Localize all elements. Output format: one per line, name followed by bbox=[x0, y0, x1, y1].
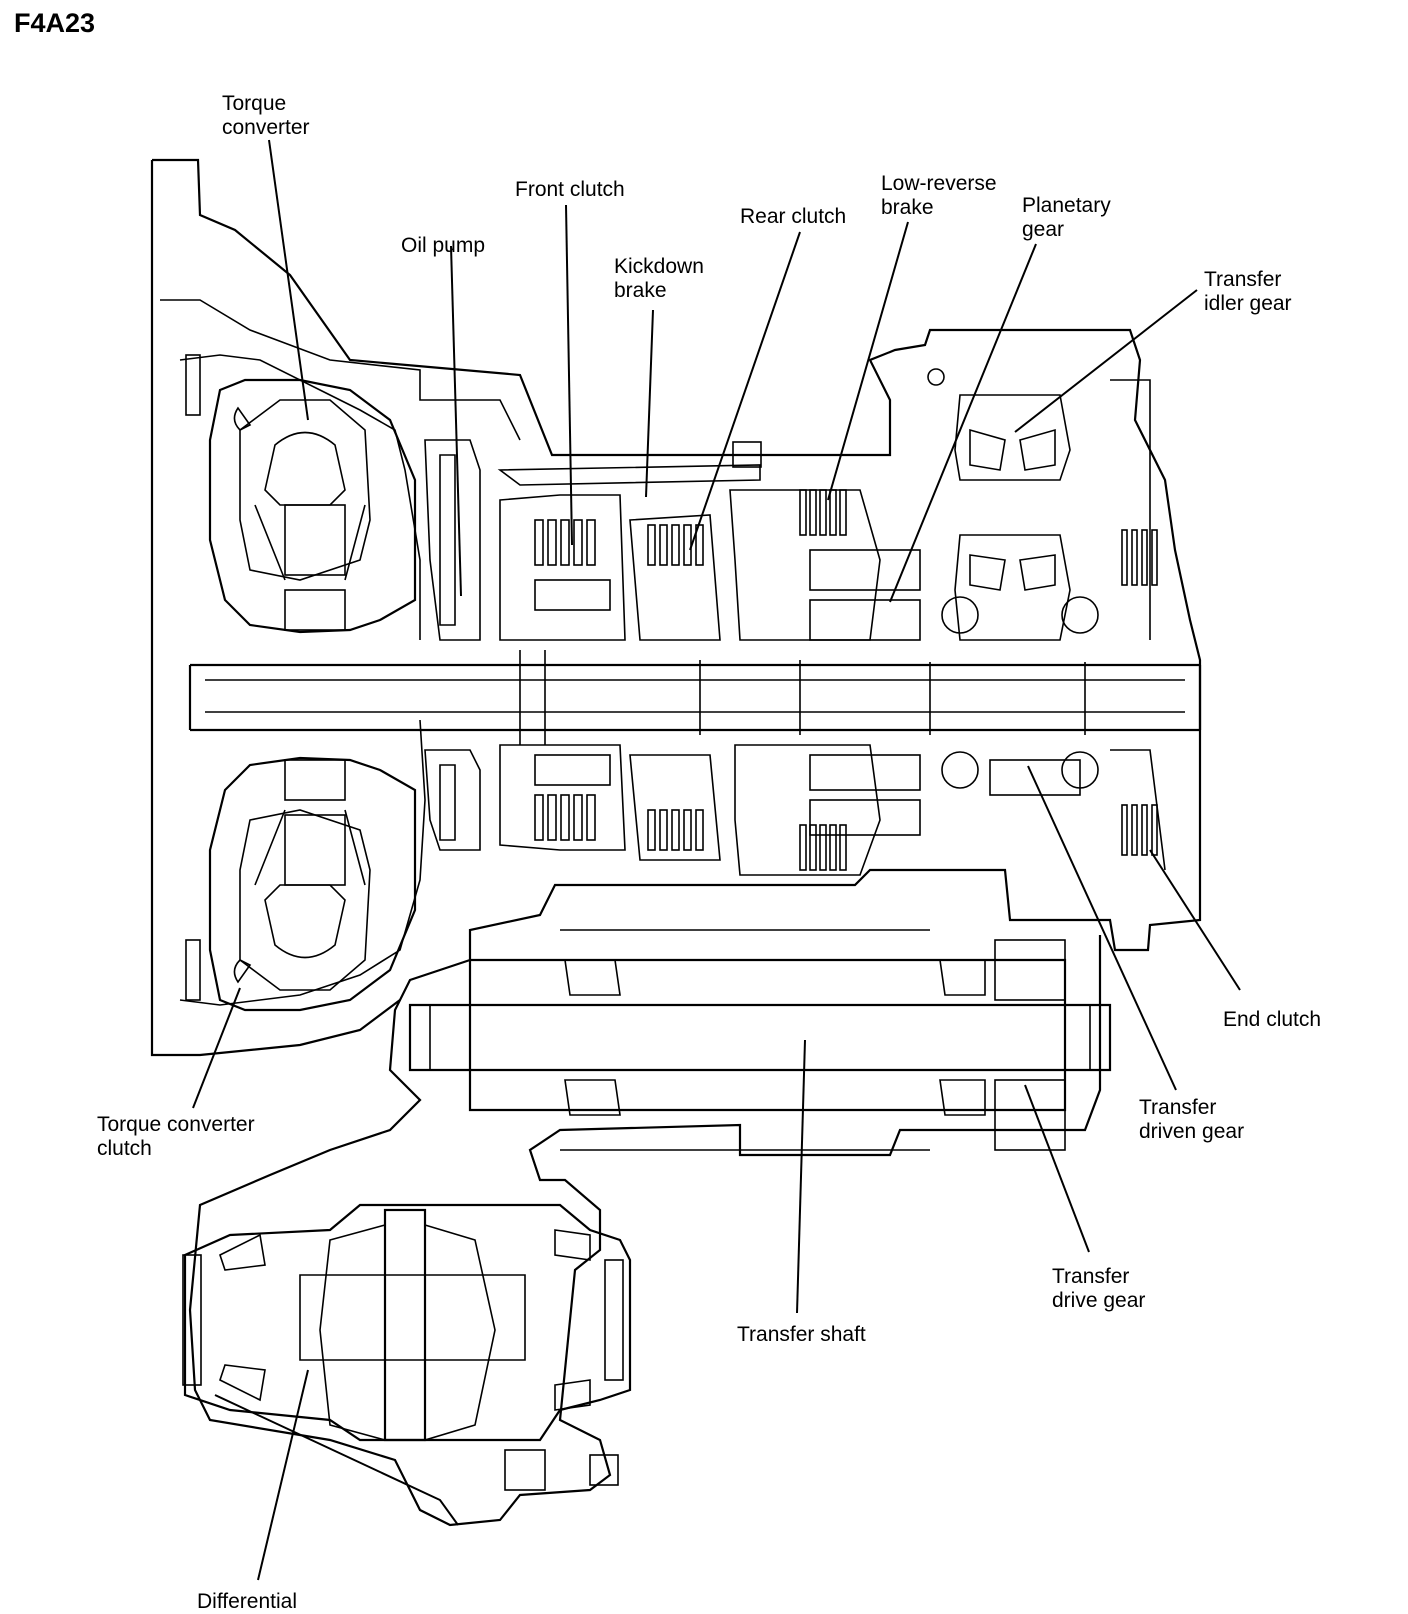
transmission-drawing bbox=[150, 158, 1202, 1527]
label-differential: Differential bbox=[197, 1590, 297, 1613]
leader-lines bbox=[192, 139, 1241, 1581]
label-low-reverse-brake: Low-reverse brake bbox=[881, 172, 1002, 219]
label-transfer-shaft: Transfer shaft bbox=[737, 1323, 866, 1346]
label-rear-clutch: Rear clutch bbox=[740, 205, 846, 228]
label-torque-converter: Torque converter bbox=[222, 92, 310, 139]
label-transfer-idler-gear: Transfer idler gear bbox=[1204, 268, 1292, 315]
label-front-clutch: Front clutch bbox=[515, 178, 625, 201]
label-oil-pump: Oil pump bbox=[401, 234, 485, 257]
label-end-clutch: End clutch bbox=[1223, 1008, 1321, 1031]
label-torque-converter-clutch: Torque converter clutch bbox=[97, 1113, 260, 1160]
label-planetary-gear: Planetary gear bbox=[1022, 194, 1117, 241]
label-transfer-driven-gear: Transfer driven gear bbox=[1139, 1096, 1244, 1143]
label-kickdown-brake: Kickdown brake bbox=[614, 255, 710, 302]
label-transfer-drive-gear: Transfer drive gear bbox=[1052, 1265, 1145, 1312]
diagram-title: F4A23 bbox=[14, 8, 95, 38]
